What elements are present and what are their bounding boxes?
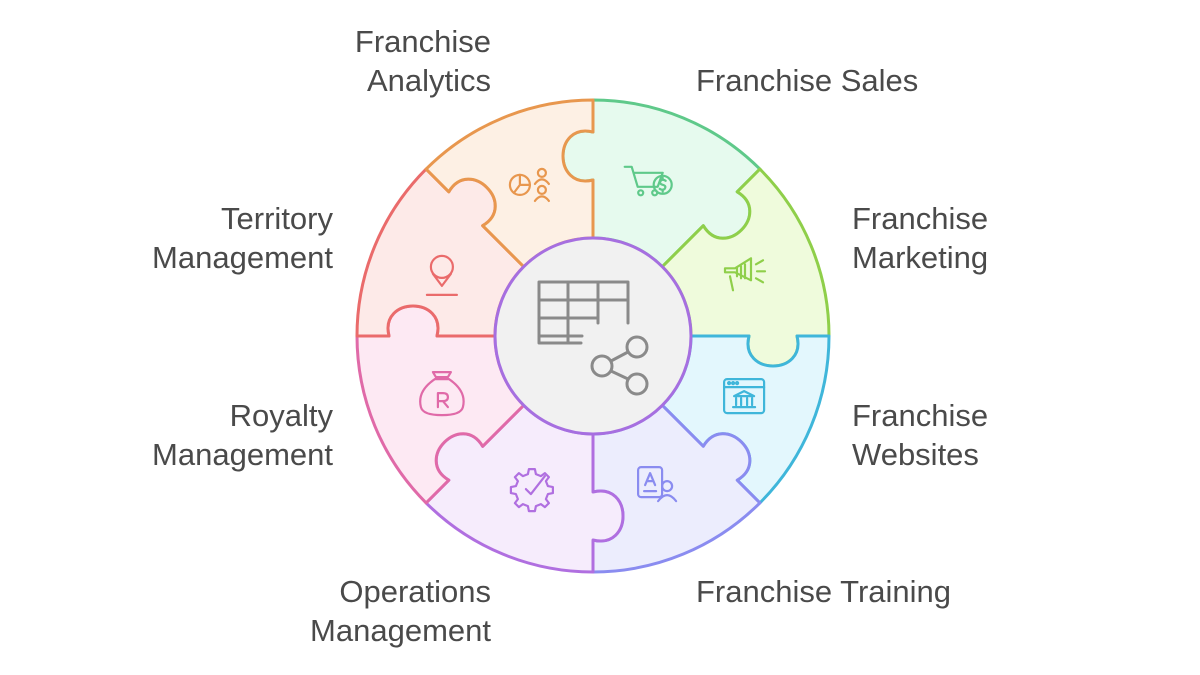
megaphone-icon <box>723 257 767 292</box>
cart-dollar-icon <box>623 165 673 197</box>
location-pin-icon <box>425 254 458 296</box>
label-training: Franchise Training <box>696 574 952 609</box>
web-bank-icon <box>722 378 766 415</box>
money-bag-icon <box>419 371 465 417</box>
pie-chart-users-icon <box>508 167 551 202</box>
training-badge-icon <box>636 466 678 503</box>
gear-check-icon <box>509 468 555 513</box>
label-sales: Franchise Sales <box>696 63 919 98</box>
central-hub <box>493 236 693 436</box>
table-share-icon <box>537 280 649 396</box>
